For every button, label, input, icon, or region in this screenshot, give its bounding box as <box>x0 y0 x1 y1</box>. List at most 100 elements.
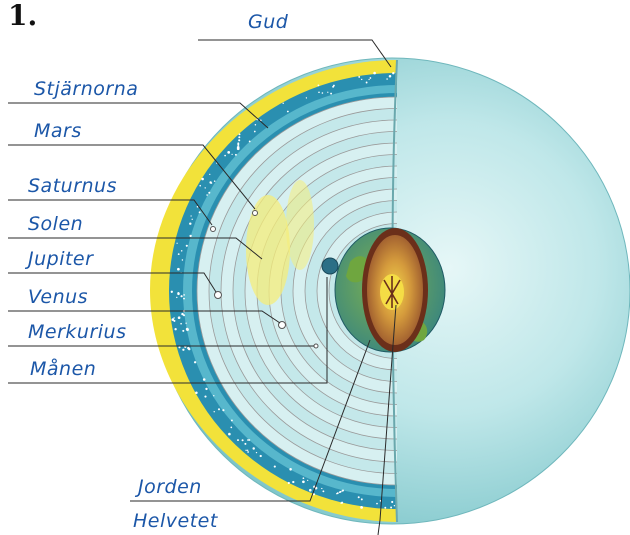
star-dot <box>237 142 239 144</box>
star-dot <box>260 455 262 457</box>
star-dot <box>306 97 307 98</box>
star-dot <box>358 76 360 78</box>
star-dot <box>336 493 337 494</box>
star-dot <box>204 396 206 398</box>
star-dot <box>222 409 224 411</box>
star-dot <box>182 349 184 351</box>
star-dot <box>180 323 182 325</box>
star-dot <box>177 292 179 294</box>
star-dot <box>368 79 369 80</box>
star-dot <box>366 82 368 84</box>
star-dot <box>249 140 251 142</box>
star-dot <box>390 75 391 76</box>
star-dot <box>244 443 246 445</box>
star-dot <box>205 388 207 390</box>
star-dot <box>303 477 305 479</box>
star-dot <box>237 146 240 149</box>
star-dot <box>231 419 233 421</box>
star-dot <box>384 507 386 509</box>
star-dot <box>282 103 283 104</box>
label-solen: Solen <box>28 215 83 234</box>
star-dot <box>309 489 312 492</box>
star-dot <box>186 328 189 331</box>
star-dot <box>228 433 231 436</box>
star-dot <box>292 481 294 483</box>
star-dot <box>199 211 201 213</box>
label-merkurius: Merkurius <box>28 323 126 342</box>
mars-marker <box>253 211 258 216</box>
star-dot <box>360 506 363 509</box>
star-dot <box>247 451 249 453</box>
star-dot <box>254 131 256 133</box>
star-dot <box>391 501 393 503</box>
star-dot <box>174 328 176 330</box>
star-dot <box>183 298 185 300</box>
hell-cutaway <box>362 228 428 352</box>
star-dot <box>213 395 214 396</box>
star-dot <box>178 346 180 348</box>
star-dot <box>361 79 362 80</box>
label-manen: Månen <box>30 360 96 379</box>
star-dot <box>289 468 292 471</box>
star-dot <box>208 192 210 194</box>
star-dot <box>201 178 204 181</box>
star-dot <box>206 194 208 196</box>
star-dot <box>187 347 190 350</box>
star-dot <box>322 92 324 94</box>
star-dot <box>189 235 191 237</box>
merkurius-marker <box>314 344 318 348</box>
manen-marker <box>322 258 338 274</box>
star-dot <box>181 250 182 251</box>
star-dot <box>394 505 395 506</box>
star-dot <box>194 361 196 363</box>
star-dot <box>199 185 201 187</box>
star-dot <box>317 84 319 86</box>
star-dot <box>339 492 340 493</box>
star-dot <box>340 502 342 504</box>
label-helvetet: Helvetet <box>133 512 218 531</box>
star-dot <box>178 316 181 319</box>
label-jupiter: Jupiter <box>28 250 93 269</box>
star-dot <box>237 439 239 441</box>
star-dot <box>192 219 193 220</box>
star-dot <box>239 133 241 135</box>
star-dot <box>182 259 183 260</box>
star-dot <box>390 507 392 509</box>
label-saturnus: Saturnus <box>28 177 117 196</box>
star-dot <box>370 77 372 79</box>
star-dot <box>288 482 290 484</box>
star-dot <box>230 427 232 429</box>
star-dot <box>386 78 388 80</box>
jupiter-marker <box>215 292 222 299</box>
star-dot <box>274 466 276 468</box>
star-dot <box>255 124 257 126</box>
star-dot <box>209 181 211 183</box>
star-dot <box>185 323 186 324</box>
star-dot <box>341 490 343 492</box>
star-dot <box>203 378 206 381</box>
star-dot <box>247 439 249 441</box>
star-dot <box>247 450 248 451</box>
star-dot <box>181 313 183 315</box>
star-dot <box>218 408 220 410</box>
star-dot <box>189 222 191 224</box>
star-dot <box>318 92 320 94</box>
star-dot <box>178 253 180 255</box>
star-dot <box>205 187 206 188</box>
star-dot <box>224 155 226 157</box>
label-mars: Mars <box>34 122 82 141</box>
star-dot <box>190 215 191 216</box>
star-dot <box>209 174 210 175</box>
label-gud: Gud <box>248 13 288 32</box>
star-dot <box>252 447 254 449</box>
label-stjarnorna: Stjärnorna <box>34 80 138 99</box>
star-dot <box>177 268 180 271</box>
star-dot <box>173 317 174 318</box>
star-dot <box>302 480 305 483</box>
star-dot <box>195 391 198 394</box>
star-dot <box>214 411 215 412</box>
star-dot <box>322 490 324 492</box>
star-dot <box>238 139 240 141</box>
star-dot <box>330 93 332 95</box>
star-dot <box>186 245 188 247</box>
